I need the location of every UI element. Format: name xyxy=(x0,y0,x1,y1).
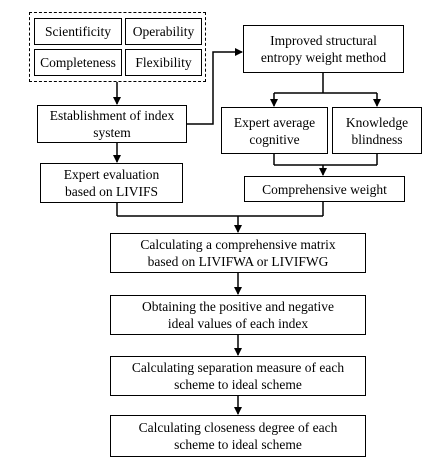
principle-completeness: Completeness xyxy=(34,49,122,76)
step-comprehensive-matrix-line1: Calculating a comprehensive matrix xyxy=(140,237,336,252)
step-ideal-values: Obtaining the positive and negative idea… xyxy=(110,295,366,335)
step-separation-measure: Calculating separation measure of each s… xyxy=(110,356,366,396)
expert-evaluation-line1: Expert evaluation xyxy=(63,167,160,182)
principle-operability: Operability xyxy=(125,18,202,45)
index-system-box: Establishment of index system xyxy=(37,105,187,143)
expert-average-box: Expert average cognitive xyxy=(221,107,328,154)
step-comprehensive-matrix: Calculating a comprehensive matrix based… xyxy=(110,233,366,273)
expert-average-line1: Expert average xyxy=(233,114,316,130)
index-system-line1: Establishment of index xyxy=(49,108,175,123)
structural-entropy-box: Improved structural entropy weight metho… xyxy=(243,25,404,73)
step-closeness-degree: Calculating closeness degree of each sch… xyxy=(110,415,366,457)
principle-operability-label: Operability xyxy=(132,24,195,39)
knowledge-blindness-line1: Knowledge xyxy=(345,114,409,130)
principle-flexibility-label: Flexibility xyxy=(135,55,192,70)
index-system-line2: system xyxy=(93,125,131,140)
principles-group xyxy=(29,12,206,82)
principle-flexibility: Flexibility xyxy=(125,49,202,76)
step-comprehensive-matrix-line2: based on LIVIFWA or LIVIFWG xyxy=(147,254,329,269)
structural-entropy-line1: Improved structural xyxy=(270,33,377,48)
principle-scientificity-label: Scientificity xyxy=(45,24,111,39)
step-closeness-degree-line2: scheme to ideal scheme xyxy=(174,437,302,452)
step-closeness-degree-line1: Calculating closeness degree of each xyxy=(138,420,338,435)
expert-evaluation-box: Expert evaluation based on LIVIFS xyxy=(40,163,183,203)
comprehensive-weight-box: Comprehensive weight xyxy=(244,176,405,202)
step-ideal-values-line1: Obtaining the positive and negative xyxy=(142,299,334,314)
step-separation-measure-line2: scheme to ideal scheme xyxy=(174,377,302,392)
knowledge-blindness-box: Knowledge blindness xyxy=(332,107,422,154)
arrow-index-to-structural xyxy=(187,48,243,125)
knowledge-blindness-line2: blindness xyxy=(351,131,403,147)
expert-evaluation-line2: based on LIVIFS xyxy=(65,184,158,199)
structural-entropy-line2: entropy weight method xyxy=(260,50,387,65)
step-separation-measure-line1: Calculating separation measure of each xyxy=(131,360,345,375)
principle-completeness-label: Completeness xyxy=(40,55,116,70)
comprehensive-weight-label: Comprehensive weight xyxy=(262,181,387,197)
principle-scientificity: Scientificity xyxy=(34,18,122,45)
step-ideal-values-line2: ideal values of each index xyxy=(167,316,309,331)
expert-average-line2: cognitive xyxy=(249,131,300,147)
